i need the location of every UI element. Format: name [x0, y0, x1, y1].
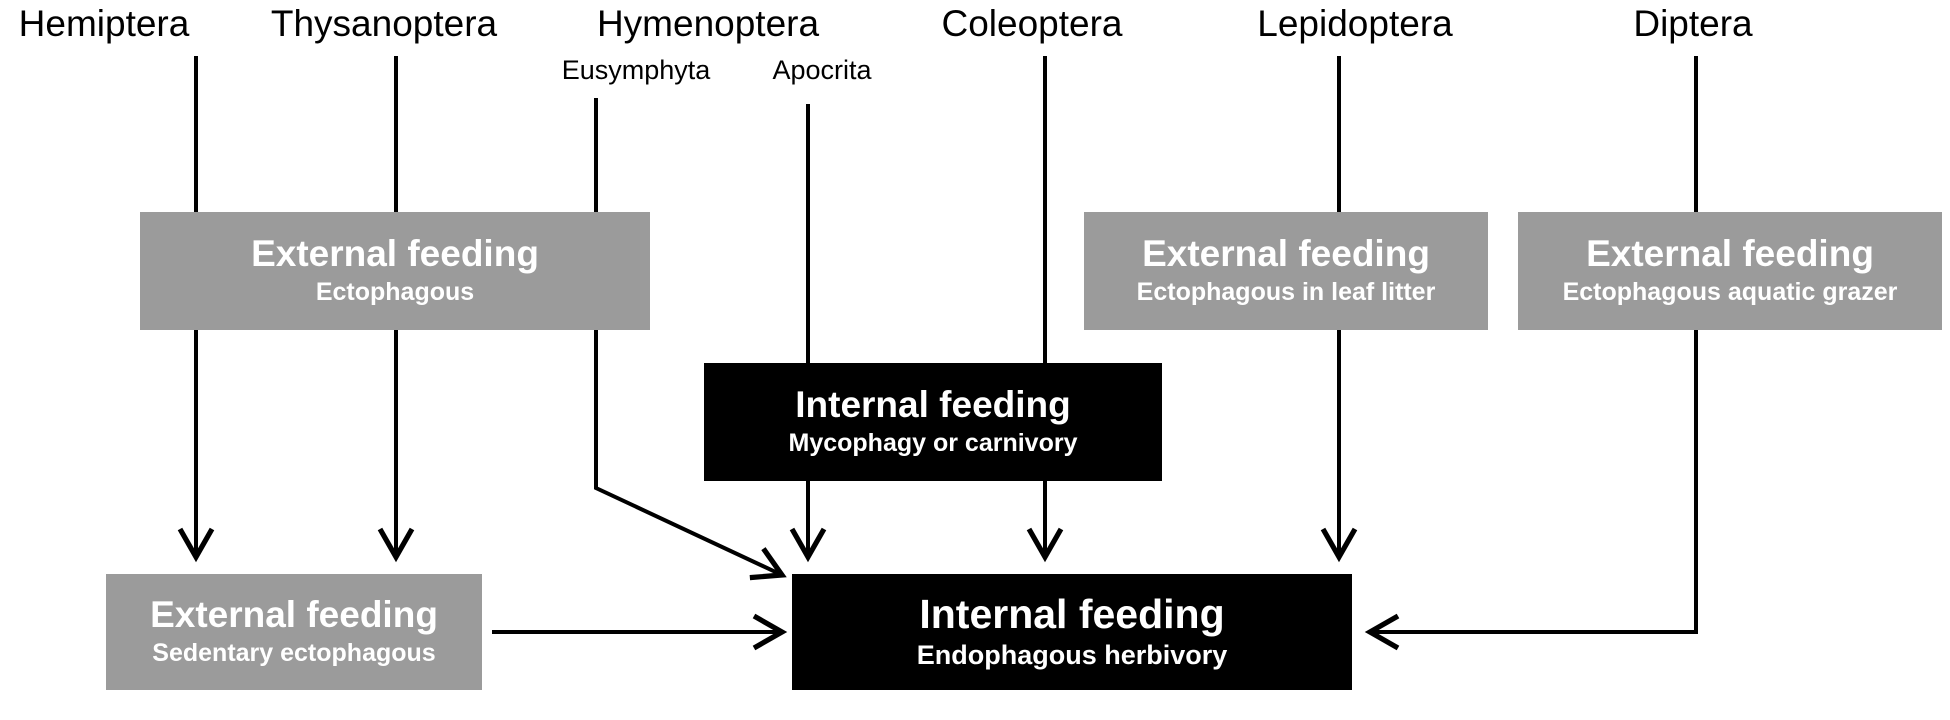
box-subtitle: Ectophagous [315, 278, 475, 307]
box-external-leaf-litter: External feeding Ectophagous in leaf lit… [1084, 212, 1488, 330]
box-title: External feeding [251, 233, 539, 275]
box-title: External feeding [1586, 233, 1874, 275]
box-external-sedentary: External feeding Sedentary ectophagous [106, 574, 482, 690]
order-diptera: Diptera [1633, 3, 1753, 44]
order-coleoptera: Coleoptera [941, 3, 1123, 44]
box-subtitle: Mycophagy or carnivory [788, 429, 1078, 458]
arrow-eusymphyta-diagonal [594, 330, 787, 581]
box-title: External feeding [150, 594, 438, 636]
order-lepidoptera: Lepidoptera [1257, 3, 1453, 44]
box-internal-mycophagy: Internal feeding Mycophagy or carnivory [704, 363, 1162, 481]
suborder-apocrita: Apocrita [772, 55, 872, 85]
box-external-aquatic-grazer: External feeding Ectophagous aquatic gra… [1518, 212, 1942, 330]
box-subtitle: Endophagous herbivory [916, 640, 1228, 671]
order-hymenoptera: Hymenoptera [596, 3, 820, 44]
box-title: External feeding [1142, 233, 1430, 275]
box-title: Internal feeding [919, 590, 1225, 637]
box-subtitle: Ectophagous in leaf litter [1136, 278, 1436, 307]
box-subtitle: Ectophagous aquatic grazer [1562, 278, 1898, 307]
box-subtitle: Sedentary ectophagous [152, 639, 436, 668]
arrow-diptera-elbow [1364, 330, 1698, 651]
order-thysanoptera: Thysanoptera [270, 3, 498, 44]
order-hemiptera: Hemiptera [18, 3, 190, 44]
box-title: Internal feeding [795, 384, 1071, 426]
suborder-eusymphyta: Eusymphyta [561, 55, 711, 85]
box-internal-endophagous: Internal feeding Endophagous herbivory [792, 574, 1352, 690]
box-external-ectophagous: External feeding Ectophagous [140, 212, 650, 330]
